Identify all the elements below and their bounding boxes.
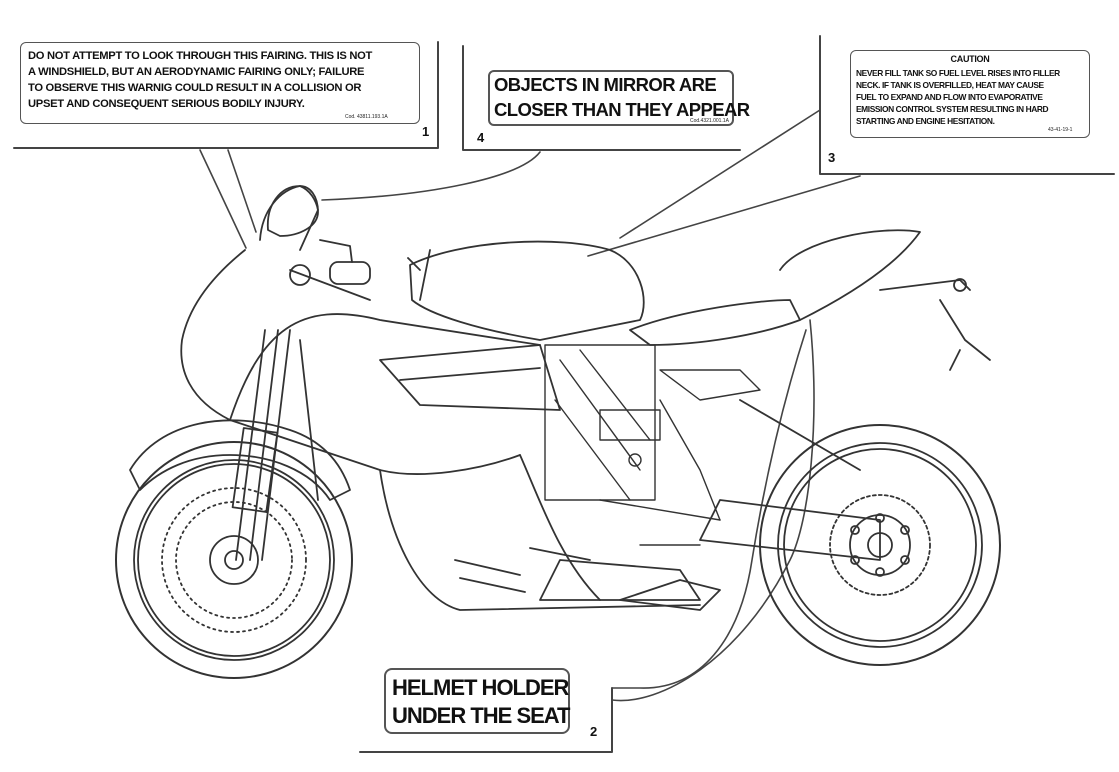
label-2-number: 2 [590, 724, 598, 739]
label-3-text: NEVER FILL TANK SO FUEL LEVEL RISES INTO… [856, 67, 1060, 127]
seat-tail [629, 229, 991, 371]
label-3-heading: CAUTION [950, 54, 990, 64]
label-1-line: DO NOT ATTEMPT TO LOOK THROUGH THIS FAIR… [28, 50, 373, 62]
front-fender [129, 419, 351, 501]
label-1-box [20, 42, 420, 124]
mirror [267, 185, 319, 237]
engine-frame [544, 344, 761, 546]
label-2-line: HELMET HOLDER [392, 675, 569, 700]
label-3-line: STARTING AND ENGINE HESITATION. [856, 116, 995, 126]
label-3-number: 3 [828, 150, 836, 165]
label-4-line: OBJECTS IN MIRROR ARE [494, 74, 717, 95]
fairing [180, 185, 701, 611]
label-1-line: TO OBSERVE THIS WARNIG COULD RESULT IN A… [28, 82, 362, 94]
label-2-box [384, 668, 570, 734]
handlebars [289, 239, 421, 301]
swingarm [699, 499, 881, 561]
label-3-line: NECK. IF TANK IS OVERFILLED, HEAT MAY CA… [856, 80, 1044, 90]
label-4-number: 4 [477, 130, 485, 145]
label-2-line: UNDER THE SEAT [392, 703, 570, 728]
leader-lines [199, 109, 861, 702]
label-4-box [488, 70, 734, 126]
label-1-code: Cod. 43811.193.1A [345, 114, 388, 120]
label-3-line: FUEL TO EXPAND AND FLOW INTO EVAPORATIVE [856, 92, 1043, 102]
fuel-tank [409, 240, 645, 341]
label-3-line: EMISSION CONTROL SYSTEM RESULTING IN HAR… [856, 104, 1049, 114]
rear-wheel [759, 424, 1001, 666]
label-1-number: 1 [422, 124, 430, 139]
label-4-code: Cod.4321.001.1A [690, 118, 729, 124]
label-1-line: UPSET AND CONSEQUENT SERIOUS BODILY INJU… [28, 98, 305, 110]
label-4-text: OBJECTS IN MIRROR ARE CLOSER THAN THEY A… [494, 72, 750, 122]
label-1-text: DO NOT ATTEMPT TO LOOK THROUGH THIS FAIR… [28, 48, 372, 112]
label-2-text: HELMET HOLDER UNDER THE SEAT [392, 674, 570, 730]
front-wheel [115, 441, 353, 679]
callout-frames [13, 35, 1115, 753]
label-1-line: A WINDSHIELD, BUT AN AERODYNAMIC FAIRING… [28, 66, 365, 78]
front-forks [231, 329, 319, 561]
label-4-line: CLOSER THAN THEY APPEAR [494, 99, 750, 120]
label-3-line: NEVER FILL TANK SO FUEL LEVEL RISES INTO… [856, 68, 1060, 78]
label-3-code: 43-41-19-1 [1048, 127, 1073, 133]
label-3-box [850, 50, 1090, 138]
